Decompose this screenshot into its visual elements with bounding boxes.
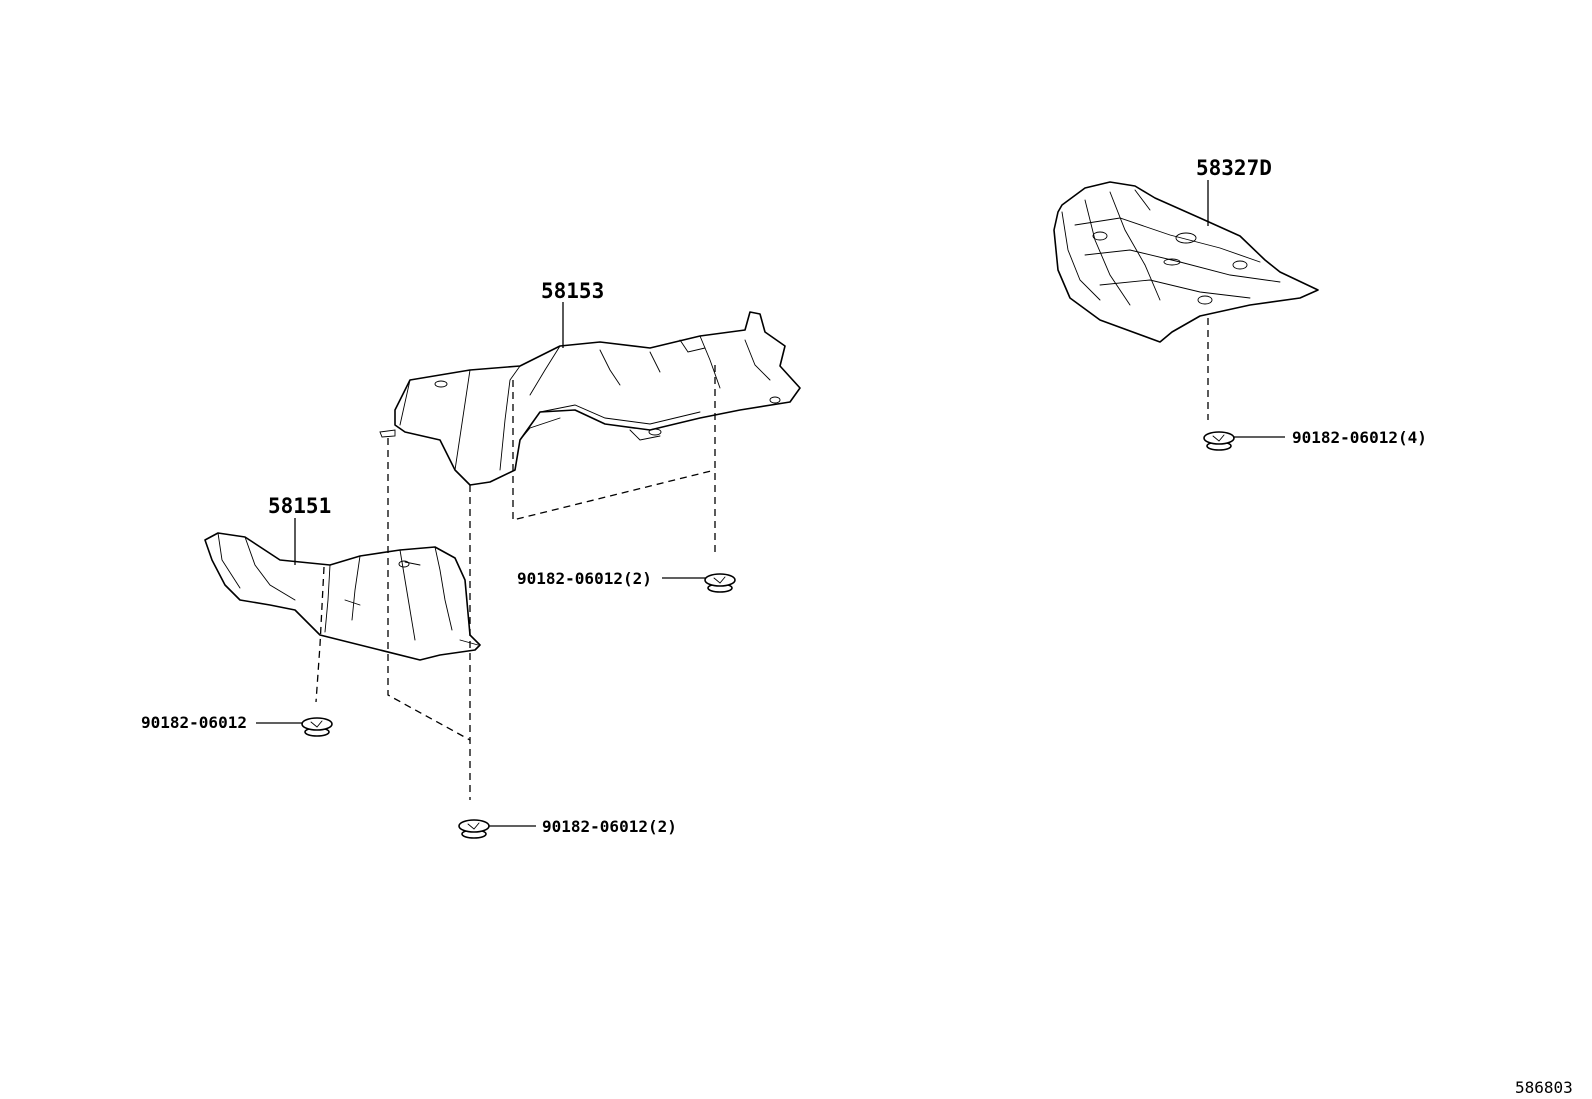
fastener-nut-f2 xyxy=(704,573,736,593)
fastener-label-f4: 90182-06012(4) xyxy=(1292,428,1427,447)
assembly-lines xyxy=(315,318,1209,800)
fastener-label-f1: 90182-06012 xyxy=(141,713,247,732)
heat-insulator-58151 xyxy=(204,532,481,661)
diagram-id: 586803 xyxy=(1515,1078,1573,1097)
part-label-58153: 58153 xyxy=(541,279,604,303)
fastener-label-f2: 90182-06012(2) xyxy=(517,569,652,588)
fastener-nut-f4 xyxy=(1203,431,1235,451)
heat-insulator-58327D xyxy=(1053,181,1319,343)
fastener-nut-f1 xyxy=(301,717,333,737)
part-label-58327D: 58327D xyxy=(1196,156,1272,180)
part-label-58151: 58151 xyxy=(268,494,331,518)
fastener-label-f3: 90182-06012(2) xyxy=(542,817,677,836)
fastener-nut-f3 xyxy=(458,819,490,839)
heat-insulator-58153 xyxy=(379,311,801,486)
